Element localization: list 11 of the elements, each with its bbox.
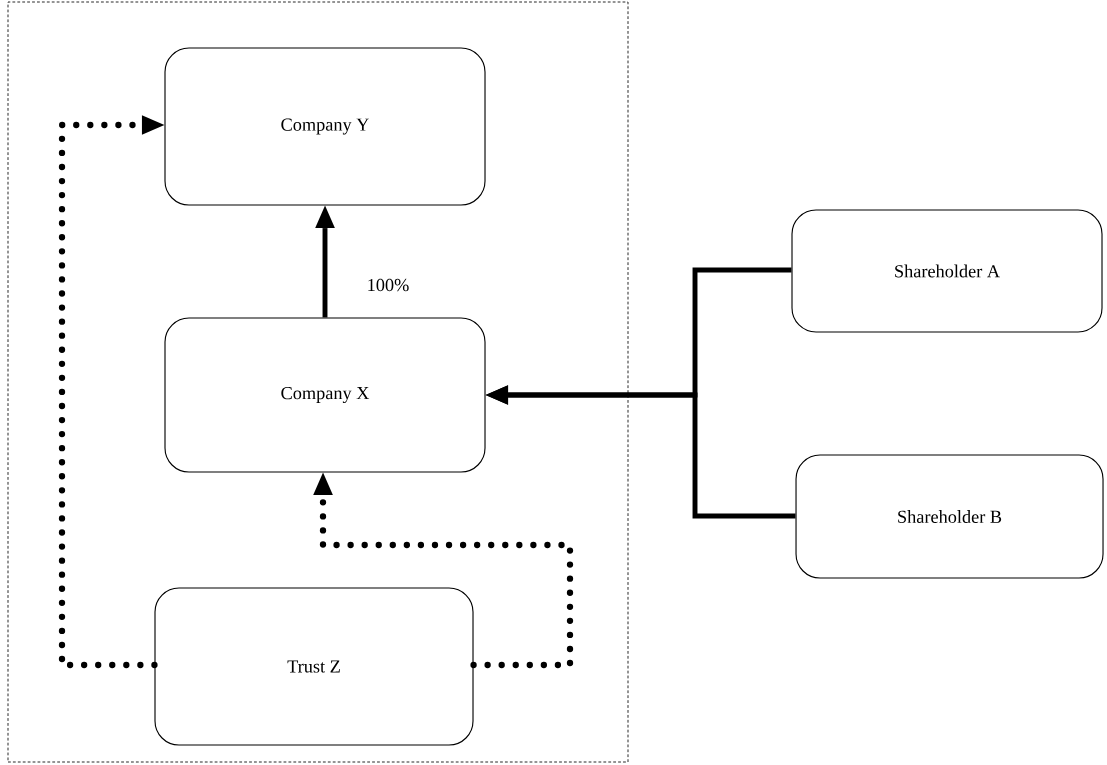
arrow xyxy=(485,385,796,519)
entity-box: Trust Z xyxy=(154,587,474,746)
entity-box: Company X xyxy=(164,317,486,473)
entity-box: Company Y xyxy=(164,47,486,206)
edge-label: 100% xyxy=(363,276,413,294)
group-frame xyxy=(7,1,629,763)
arrow xyxy=(315,205,335,318)
arrow xyxy=(58,115,165,669)
entity-box: Shareholder B xyxy=(795,454,1104,579)
arrow xyxy=(313,472,574,669)
entity-box: Shareholder A xyxy=(791,209,1103,333)
